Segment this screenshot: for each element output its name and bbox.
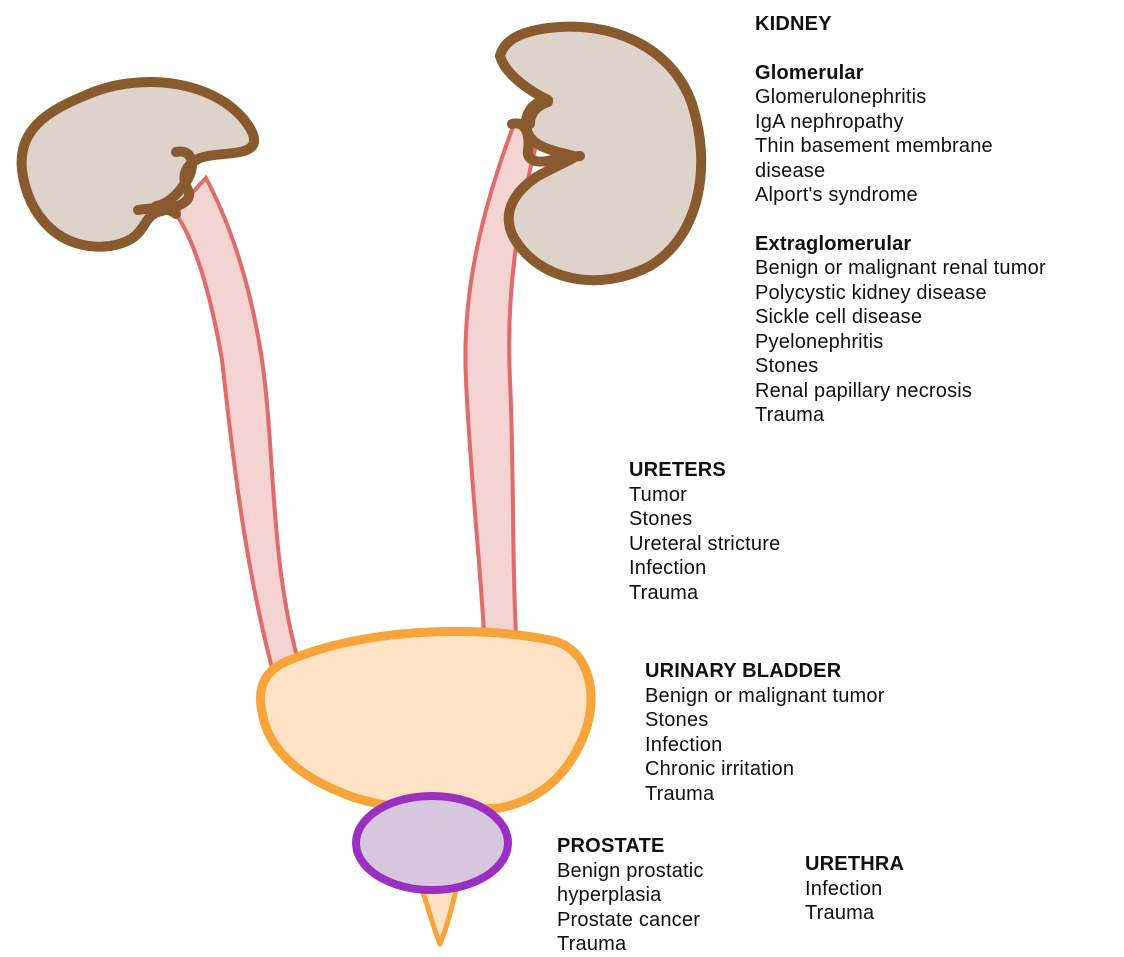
urethra-section: URETHRA Infection Trauma xyxy=(805,852,904,926)
list-item: Stones xyxy=(645,708,885,733)
prostate-list: Benign prostatic hyperplasia Prostate ca… xyxy=(557,859,704,957)
urinary-bladder xyxy=(260,631,591,809)
list-item: Stones xyxy=(629,507,780,532)
list-item: Infection xyxy=(805,877,904,902)
ureters-section: URETERS Tumor Stones Ureteral stricture … xyxy=(629,458,780,605)
prostate-heading: PROSTATE xyxy=(557,834,704,859)
ureters-heading: URETERS xyxy=(629,458,780,483)
list-item: disease xyxy=(755,159,1046,184)
list-item: hyperplasia xyxy=(557,883,704,908)
kidney-heading: KIDNEY xyxy=(755,12,1046,37)
urethra xyxy=(422,890,456,944)
list-item: Renal papillary necrosis xyxy=(755,379,1046,404)
kidney-section: KIDNEY Glomerular Glomerulonephritis IgA… xyxy=(755,12,1046,428)
extraglomerular-heading: Extraglomerular xyxy=(755,232,1046,257)
list-item: Glomerulonephritis xyxy=(755,85,1046,110)
list-item: Alport's syndrome xyxy=(755,183,1046,208)
bladder-list: Benign or malignant tumor Stones Infecti… xyxy=(645,684,885,807)
list-item: Benign prostatic xyxy=(557,859,704,884)
list-item: Stones xyxy=(755,354,1046,379)
list-item: Pyelonephritis xyxy=(755,330,1046,355)
list-item: Chronic irritation xyxy=(645,757,885,782)
extraglomerular-list: Benign or malignant renal tumor Polycyst… xyxy=(755,256,1046,428)
list-item: Benign or malignant renal tumor xyxy=(755,256,1046,281)
list-item: Benign or malignant tumor xyxy=(645,684,885,709)
list-item: Trauma xyxy=(557,932,704,957)
list-item: Infection xyxy=(629,556,780,581)
bladder-heading: URINARY BLADDER xyxy=(645,659,885,684)
list-item: Prostate cancer xyxy=(557,908,704,933)
list-item: Sickle cell disease xyxy=(755,305,1046,330)
list-item: Thin basement membrane xyxy=(755,134,1046,159)
urethra-list: Infection Trauma xyxy=(805,877,904,926)
ureters-list: Tumor Stones Ureteral stricture Infectio… xyxy=(629,483,780,606)
urethra-heading: URETHRA xyxy=(805,852,904,877)
list-item: Trauma xyxy=(755,403,1046,428)
list-item: Trauma xyxy=(805,901,904,926)
prostate-section: PROSTATE Benign prostatic hyperplasia Pr… xyxy=(557,834,704,957)
glomerular-heading: Glomerular xyxy=(755,61,1046,86)
list-item: Trauma xyxy=(645,782,885,807)
list-item: Trauma xyxy=(629,581,780,606)
left-ureter xyxy=(176,178,298,668)
list-item: Tumor xyxy=(629,483,780,508)
list-item: IgA nephropathy xyxy=(755,110,1046,135)
bladder-section: URINARY BLADDER Benign or malignant tumo… xyxy=(645,659,885,806)
list-item: Infection xyxy=(645,733,885,758)
glomerular-list: Glomerulonephritis IgA nephropathy Thin … xyxy=(755,85,1046,208)
prostate xyxy=(356,796,508,890)
list-item: Ureteral stricture xyxy=(629,532,780,557)
list-item: Polycystic kidney disease xyxy=(755,281,1046,306)
